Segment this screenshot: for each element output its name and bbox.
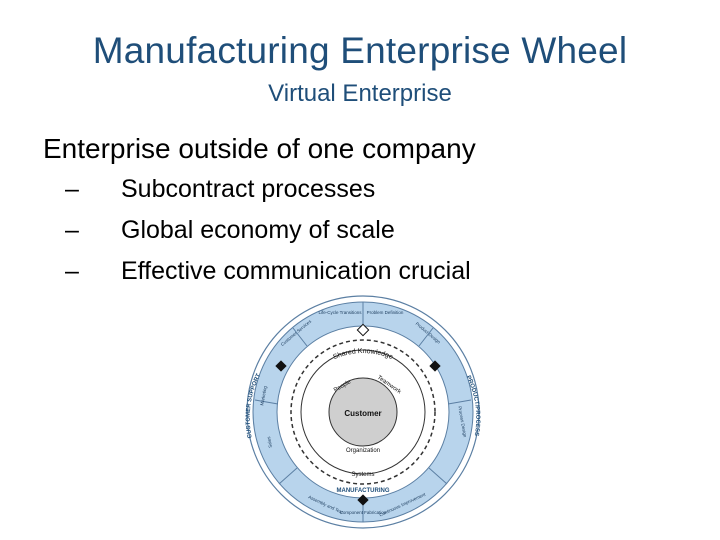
- bullet-dash: –: [65, 257, 79, 285]
- lead-text: Enterprise outside of one company: [43, 133, 476, 164]
- bullet-item: – Subcontract processes: [65, 175, 471, 216]
- bullet-text: Subcontract processes: [121, 175, 376, 203]
- bullet-text: Effective communication crucial: [121, 257, 471, 285]
- segment-label: Problem Definition: [367, 310, 404, 315]
- bullet-list: – Subcontract processes – Global economy…: [65, 175, 471, 298]
- slide-title: Manufacturing Enterprise Wheel: [92, 30, 628, 71]
- enterprise-wheel-diagram: Customer People Teamwork Organization Sh…: [246, 295, 480, 529]
- segment-label: Process Design: [457, 406, 467, 438]
- systems-label: Systems: [351, 472, 374, 478]
- segment-label: Life-Cycle Transitions: [318, 310, 362, 315]
- process-label: MANUFACTURING: [337, 488, 390, 494]
- segment-label: Component Fabrication: [340, 510, 387, 515]
- process-node: [356, 323, 370, 337]
- center-label: Customer: [344, 409, 381, 418]
- customer-hub: [328, 377, 398, 447]
- bullet-item: – Effective communication crucial: [65, 257, 471, 298]
- segment-label: Marketing: [259, 385, 267, 406]
- segment-dividers: [254, 302, 472, 522]
- bullet-item: – Global economy of scale: [65, 216, 471, 257]
- bullet-dash: –: [65, 216, 79, 244]
- bullet-text: Global economy of scale: [121, 216, 395, 244]
- slide-subtitle: Virtual Enterprise: [268, 80, 452, 107]
- bullet-dash: –: [65, 175, 79, 203]
- systems-gear-ring: [290, 339, 436, 485]
- inner-label: Organization: [346, 448, 380, 454]
- segment-label: Sales: [266, 436, 273, 449]
